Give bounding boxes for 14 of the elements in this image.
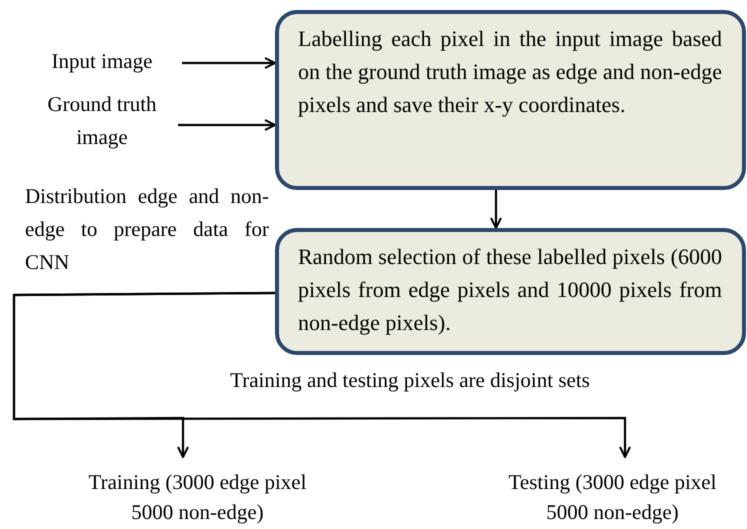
node-text: Ground truth image xyxy=(46,91,158,151)
process-box xyxy=(275,228,746,355)
note-text: Distribution edge and non-edge to prepare data for CNN xyxy=(25,183,269,276)
process-box xyxy=(275,10,746,190)
arrow xyxy=(178,119,276,131)
note-text: Training and testing pixels are disjoint sets xyxy=(229,367,591,394)
node-text: Input image xyxy=(50,48,154,75)
box-text: Labelling each pixel in the input image based on the ground truth image as edge and non-edge pixels and save their x-y coordinates. xyxy=(298,25,722,119)
arrow xyxy=(182,57,276,69)
node-text: Testing (3000 edge pixel 5000 non-edge) xyxy=(508,469,718,526)
arrow xyxy=(490,190,502,229)
box-text: Random selection of these labelled pixels (6000 pixels from edge pixels and 10000 pixels from non-edge pixels). xyxy=(298,243,722,337)
node-text: Training (3000 edge pixel 5000 non-edge) xyxy=(88,469,308,526)
arrow xyxy=(12,292,631,458)
